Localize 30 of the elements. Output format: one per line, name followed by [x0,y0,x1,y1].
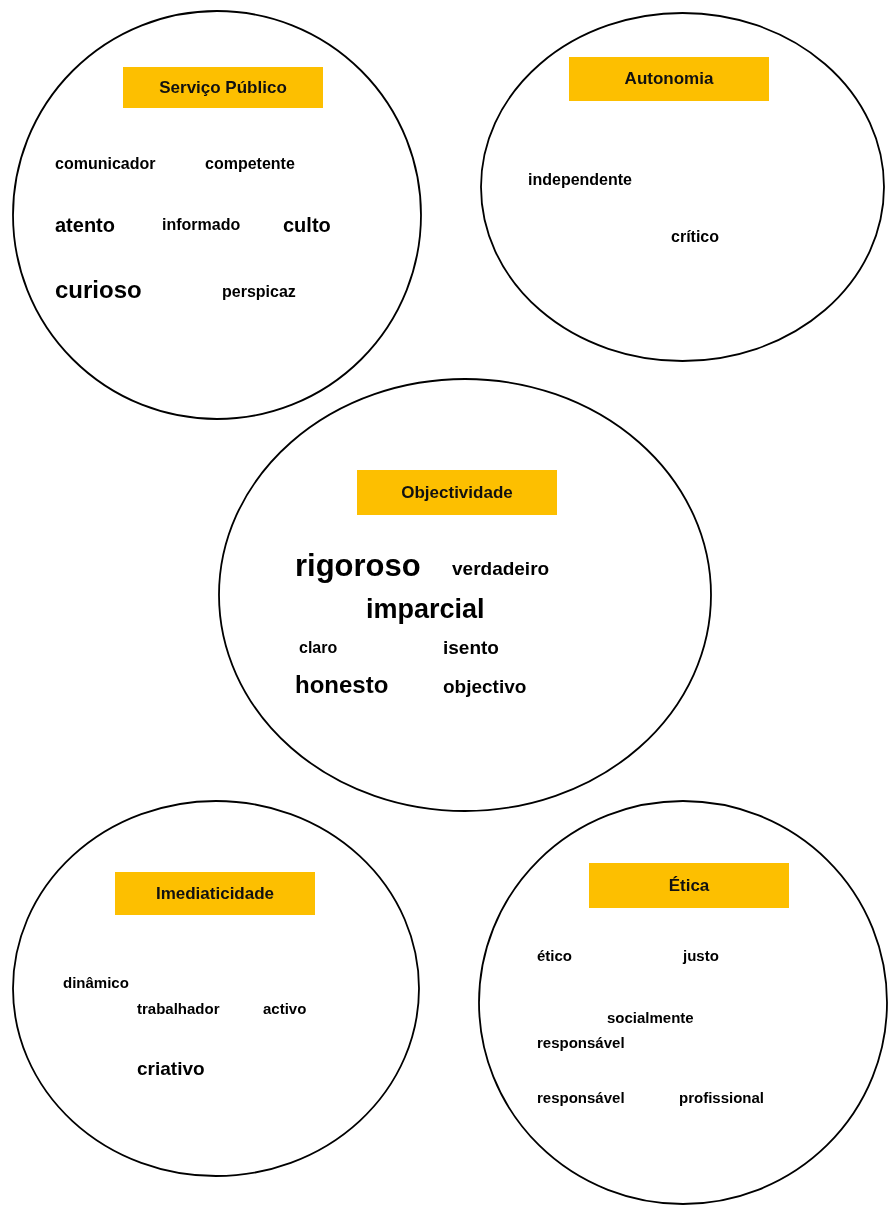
trait-word: responsável [537,1089,625,1105]
trait-word: profissional [679,1089,764,1105]
trait-word: imparcial [366,595,485,623]
trait-word: criativo [137,1058,205,1078]
trait-word: curioso [55,278,142,302]
trait-word: informado [162,217,241,233]
trait-word: isento [443,637,499,657]
trait-word: perspicaz [222,284,296,300]
trait-word: claro [299,640,338,656]
trait-word: trabalhador [137,1000,220,1016]
trait-word: verdadeiro [452,558,550,578]
heading-label: Serviço Público [123,67,323,108]
trait-word: comunicador [55,156,156,172]
trait-word: culto [283,215,331,235]
trait-word: dinâmico [63,974,129,990]
trait-word: atento [55,215,115,235]
trait-word: ético [537,947,572,963]
trait-word: activo [263,1000,307,1016]
trait-word: rigoroso [295,549,421,581]
trait-word: justo [683,947,719,963]
trait-word: competente [205,156,295,172]
trait-word: crítico [671,229,719,245]
heading-label: Imediaticidade [115,872,315,915]
heading-label: Objectividade [357,470,557,515]
trait-word: independente [528,172,632,188]
heading-label: Autonomia [569,57,769,101]
heading-label: Ética [589,863,789,908]
trait-word: socialmente responsável [537,1007,695,1053]
trait-word: honesto [295,673,389,697]
trait-word: objectivo [443,676,527,696]
